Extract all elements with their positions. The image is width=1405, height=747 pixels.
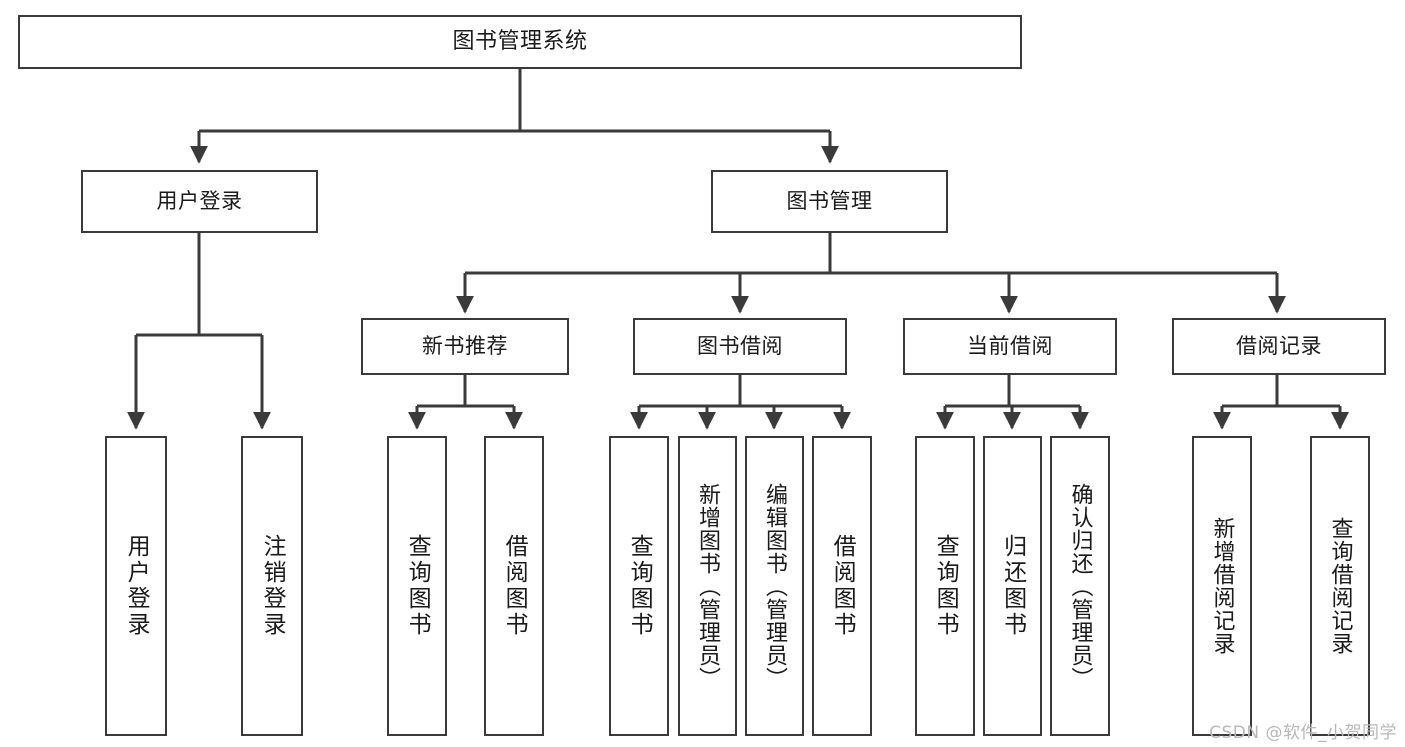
node-label: 用户登录 <box>123 534 150 638</box>
node-book-management[interactable]: 图书管理 <box>711 170 948 233</box>
node-label: 编辑图书（管理员） <box>762 482 788 690</box>
leaf-records-add-record[interactable]: 新增借阅记录 <box>1192 436 1252 736</box>
node-label: 注销登录 <box>259 534 286 638</box>
leaf-borrow-edit-book-admin[interactable]: 编辑图书（管理员） <box>745 436 804 736</box>
leaf-borrow-add-book-admin[interactable]: 新增图书（管理员） <box>678 436 737 736</box>
leaf-recommend-query-book[interactable]: 查询图书 <box>387 436 447 736</box>
node-label: 新书推荐 <box>422 333 508 358</box>
leaf-user-login-login[interactable]: 用户登录 <box>105 436 167 736</box>
node-label: 借阅记录 <box>1236 333 1322 358</box>
node-root-system[interactable]: 图书管理系统 <box>18 15 1022 69</box>
leaf-user-login-logout[interactable]: 注销登录 <box>241 436 303 736</box>
leaf-borrow-query-book[interactable]: 查询图书 <box>609 436 669 736</box>
leaf-recommend-borrow-book[interactable]: 借阅图书 <box>484 436 544 736</box>
node-label: 借阅图书 <box>501 534 528 638</box>
node-label: 确认归还（管理员） <box>1067 482 1093 690</box>
node-label: 图书借阅 <box>697 333 783 358</box>
node-label: 新增借阅记录 <box>1209 517 1235 655</box>
leaf-current-query-book[interactable]: 查询图书 <box>915 436 975 736</box>
node-book-borrow[interactable]: 图书借阅 <box>633 318 847 375</box>
leaf-current-confirm-return-admin[interactable]: 确认归还（管理员） <box>1050 436 1110 736</box>
node-label: 查询借阅记录 <box>1327 517 1353 655</box>
node-label: 借阅图书 <box>829 534 856 638</box>
node-borrow-records[interactable]: 借阅记录 <box>1172 318 1386 375</box>
node-label: 图书管理 <box>786 188 873 213</box>
node-label: 用户登录 <box>156 188 243 213</box>
node-label: 查询图书 <box>932 534 959 638</box>
node-label: 当前借阅 <box>967 333 1053 358</box>
leaf-records-query-record[interactable]: 查询借阅记录 <box>1310 436 1370 736</box>
node-label: 归还图书 <box>999 534 1026 638</box>
node-label: 查询图书 <box>626 534 653 638</box>
node-label: 新增图书（管理员） <box>695 482 721 690</box>
watermark-credit: CSDN @软件_小贺同学 <box>1209 723 1397 743</box>
leaf-current-return-book[interactable]: 归还图书 <box>983 436 1042 736</box>
node-user-login[interactable]: 用户登录 <box>81 170 318 233</box>
node-label: 图书管理系统 <box>452 28 588 54</box>
node-label: 查询图书 <box>404 534 431 638</box>
leaf-borrow-borrow-book[interactable]: 借阅图书 <box>812 436 872 736</box>
node-current-borrow[interactable]: 当前借阅 <box>903 318 1117 375</box>
node-new-book-recommend[interactable]: 新书推荐 <box>361 318 569 375</box>
